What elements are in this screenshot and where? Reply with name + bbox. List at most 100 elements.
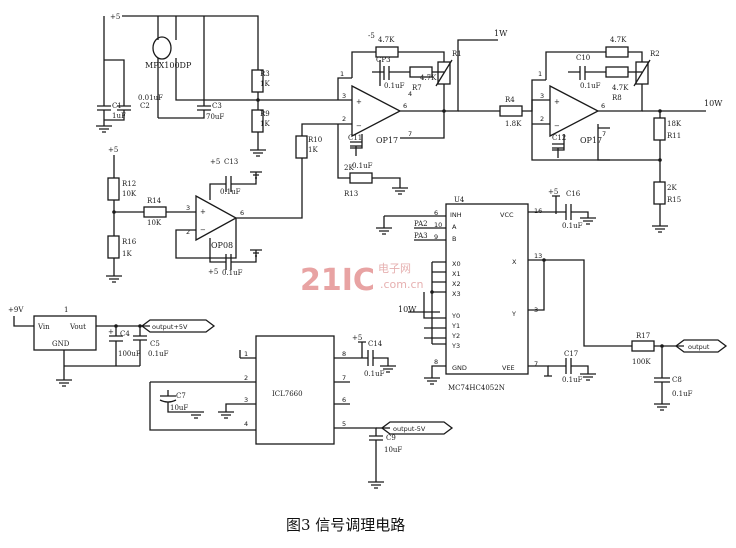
regulator-vout: Vout [69,323,86,331]
r10-value: 1K [308,146,318,154]
c1-label: C1 [112,102,122,110]
r16-label: R16 [122,238,137,246]
regulator-ref: 1 [64,306,68,314]
output-port-label: output [688,343,710,351]
pressure-sensor-symbol [152,36,172,60]
r4-value: 1.8K [505,120,522,128]
r10-label: R10 [308,136,322,144]
op17b-pin1: 1 [538,70,542,78]
resistor-r4 [499,105,523,117]
mux-part-label: MC74HC4052N [448,384,505,392]
r7-label: R7 [412,84,422,92]
c17-value: 0.1uF [562,376,583,384]
resistor-r13 [349,172,373,184]
op08-minus: − [200,226,206,234]
op17a-pin4: 4 [408,90,412,98]
resistor-r17 [631,340,655,352]
r3-value: 1K [260,80,270,88]
c14-label: C14 [368,340,383,348]
figure-caption: 图3 信号调理电路 [286,516,405,534]
u4-label: U4 [454,196,465,204]
c9-value: 10uF [384,446,402,454]
mux-pin10: 10 [434,221,442,229]
icl-pin3: 3 [244,396,248,404]
op08-plus: + [200,208,206,216]
pin-y3: Y3 [451,342,460,350]
output-minus5v-label: output-5V [393,425,426,433]
pin-inh: INH [450,211,462,219]
r4-label: R4 [505,96,515,104]
c2-label: C2 [140,102,150,110]
c10-label: C10 [576,54,590,62]
op17b-pin3: 3 [540,92,544,100]
mux-pin13: 13 [534,252,542,260]
multiplexer-section: U4 MC74HC4052N INH A B X0 X1 X2 X3 Y0 Y1… [376,188,728,411]
r7-value: 4.7K [420,74,437,82]
output-port [674,339,728,353]
r17-label: R17 [636,332,650,340]
op17b-plus: + [554,98,560,106]
pin-y: Y [511,310,516,318]
resistor-r14 [143,206,167,218]
regulator-gnd: GND [52,340,70,348]
op17-second-label: OP17 [580,136,602,145]
mux-pin9: 9 [434,233,438,241]
c3-value: 70uF [206,113,224,121]
r3-label: R3 [260,70,270,78]
c10-value: 0.1uF [580,82,601,90]
supply-9v-label: +9V [8,306,24,314]
output-5v-label: output+5V [152,323,188,331]
c16-label: C16 [566,190,581,198]
first-gain-stage: 3 2 + − 6 1 4.7K CP3 0.1uF R7 4.7K R1 7 … [337,29,550,198]
c2-value: 0.01uF [138,94,163,102]
icl-pin5: 5 [342,420,346,428]
output-10w-label: 10W [704,99,723,108]
c13-supply: +5 [210,158,220,166]
c16-value: 0.1uF [562,222,583,230]
c1-value: 1uF [112,112,126,120]
cp3-value: 0.1uF [384,82,405,90]
c9-label: C9 [386,434,396,442]
sensor-label: MPX100DP [145,61,192,70]
r17-value: 100K [632,358,651,366]
r8-label: R8 [612,94,622,102]
r1-label: R1 [452,50,462,58]
r12-label: R12 [122,180,136,188]
icl-pin4: 4 [244,420,248,428]
output-1w-label: 1W [494,29,508,38]
pin-x0: X0 [452,260,461,268]
opamp-op08 [195,194,238,242]
c4-label: C4 [120,330,130,338]
cp3-label: CP3 [376,56,391,64]
r14-label: R14 [147,197,162,205]
capacitor-c1 [97,105,111,111]
op08-pin3: 3 [186,204,190,212]
icl-supply: +5 [352,334,362,342]
watermark-url: .com.cn [380,278,424,291]
supply-label-top: +5 [110,13,120,21]
op17b-minus: − [554,122,560,130]
r8-value: 4.7K [612,84,629,92]
pa3-label: PA3 [414,232,428,240]
r2-label: R2 [650,50,660,58]
op17-first-label: OP17 [376,136,398,145]
mux-pin7: 7 [534,360,538,368]
op17a-supply-neg: -5 [368,32,375,40]
capacitor-c3 [197,105,211,111]
r9-value: 1K [260,120,270,128]
resistor-r11 [653,117,666,141]
pin-y1: Y1 [451,322,460,330]
icl7660-chip [255,335,335,445]
mux-pin6: 6 [434,209,438,217]
c7-value: 10uF [170,404,188,412]
op08-pin6: 6 [240,209,244,217]
r15-value: 2K [667,184,677,192]
op17b-pin7: 7 [602,130,606,138]
watermark-cn: 电子网 [378,262,411,275]
r13-label: R13 [344,190,358,198]
pin-vee: VEE [502,364,515,372]
pin-x: X [512,258,517,266]
r12-supply-label: +5 [108,146,118,154]
pin-x3: X3 [452,290,461,298]
